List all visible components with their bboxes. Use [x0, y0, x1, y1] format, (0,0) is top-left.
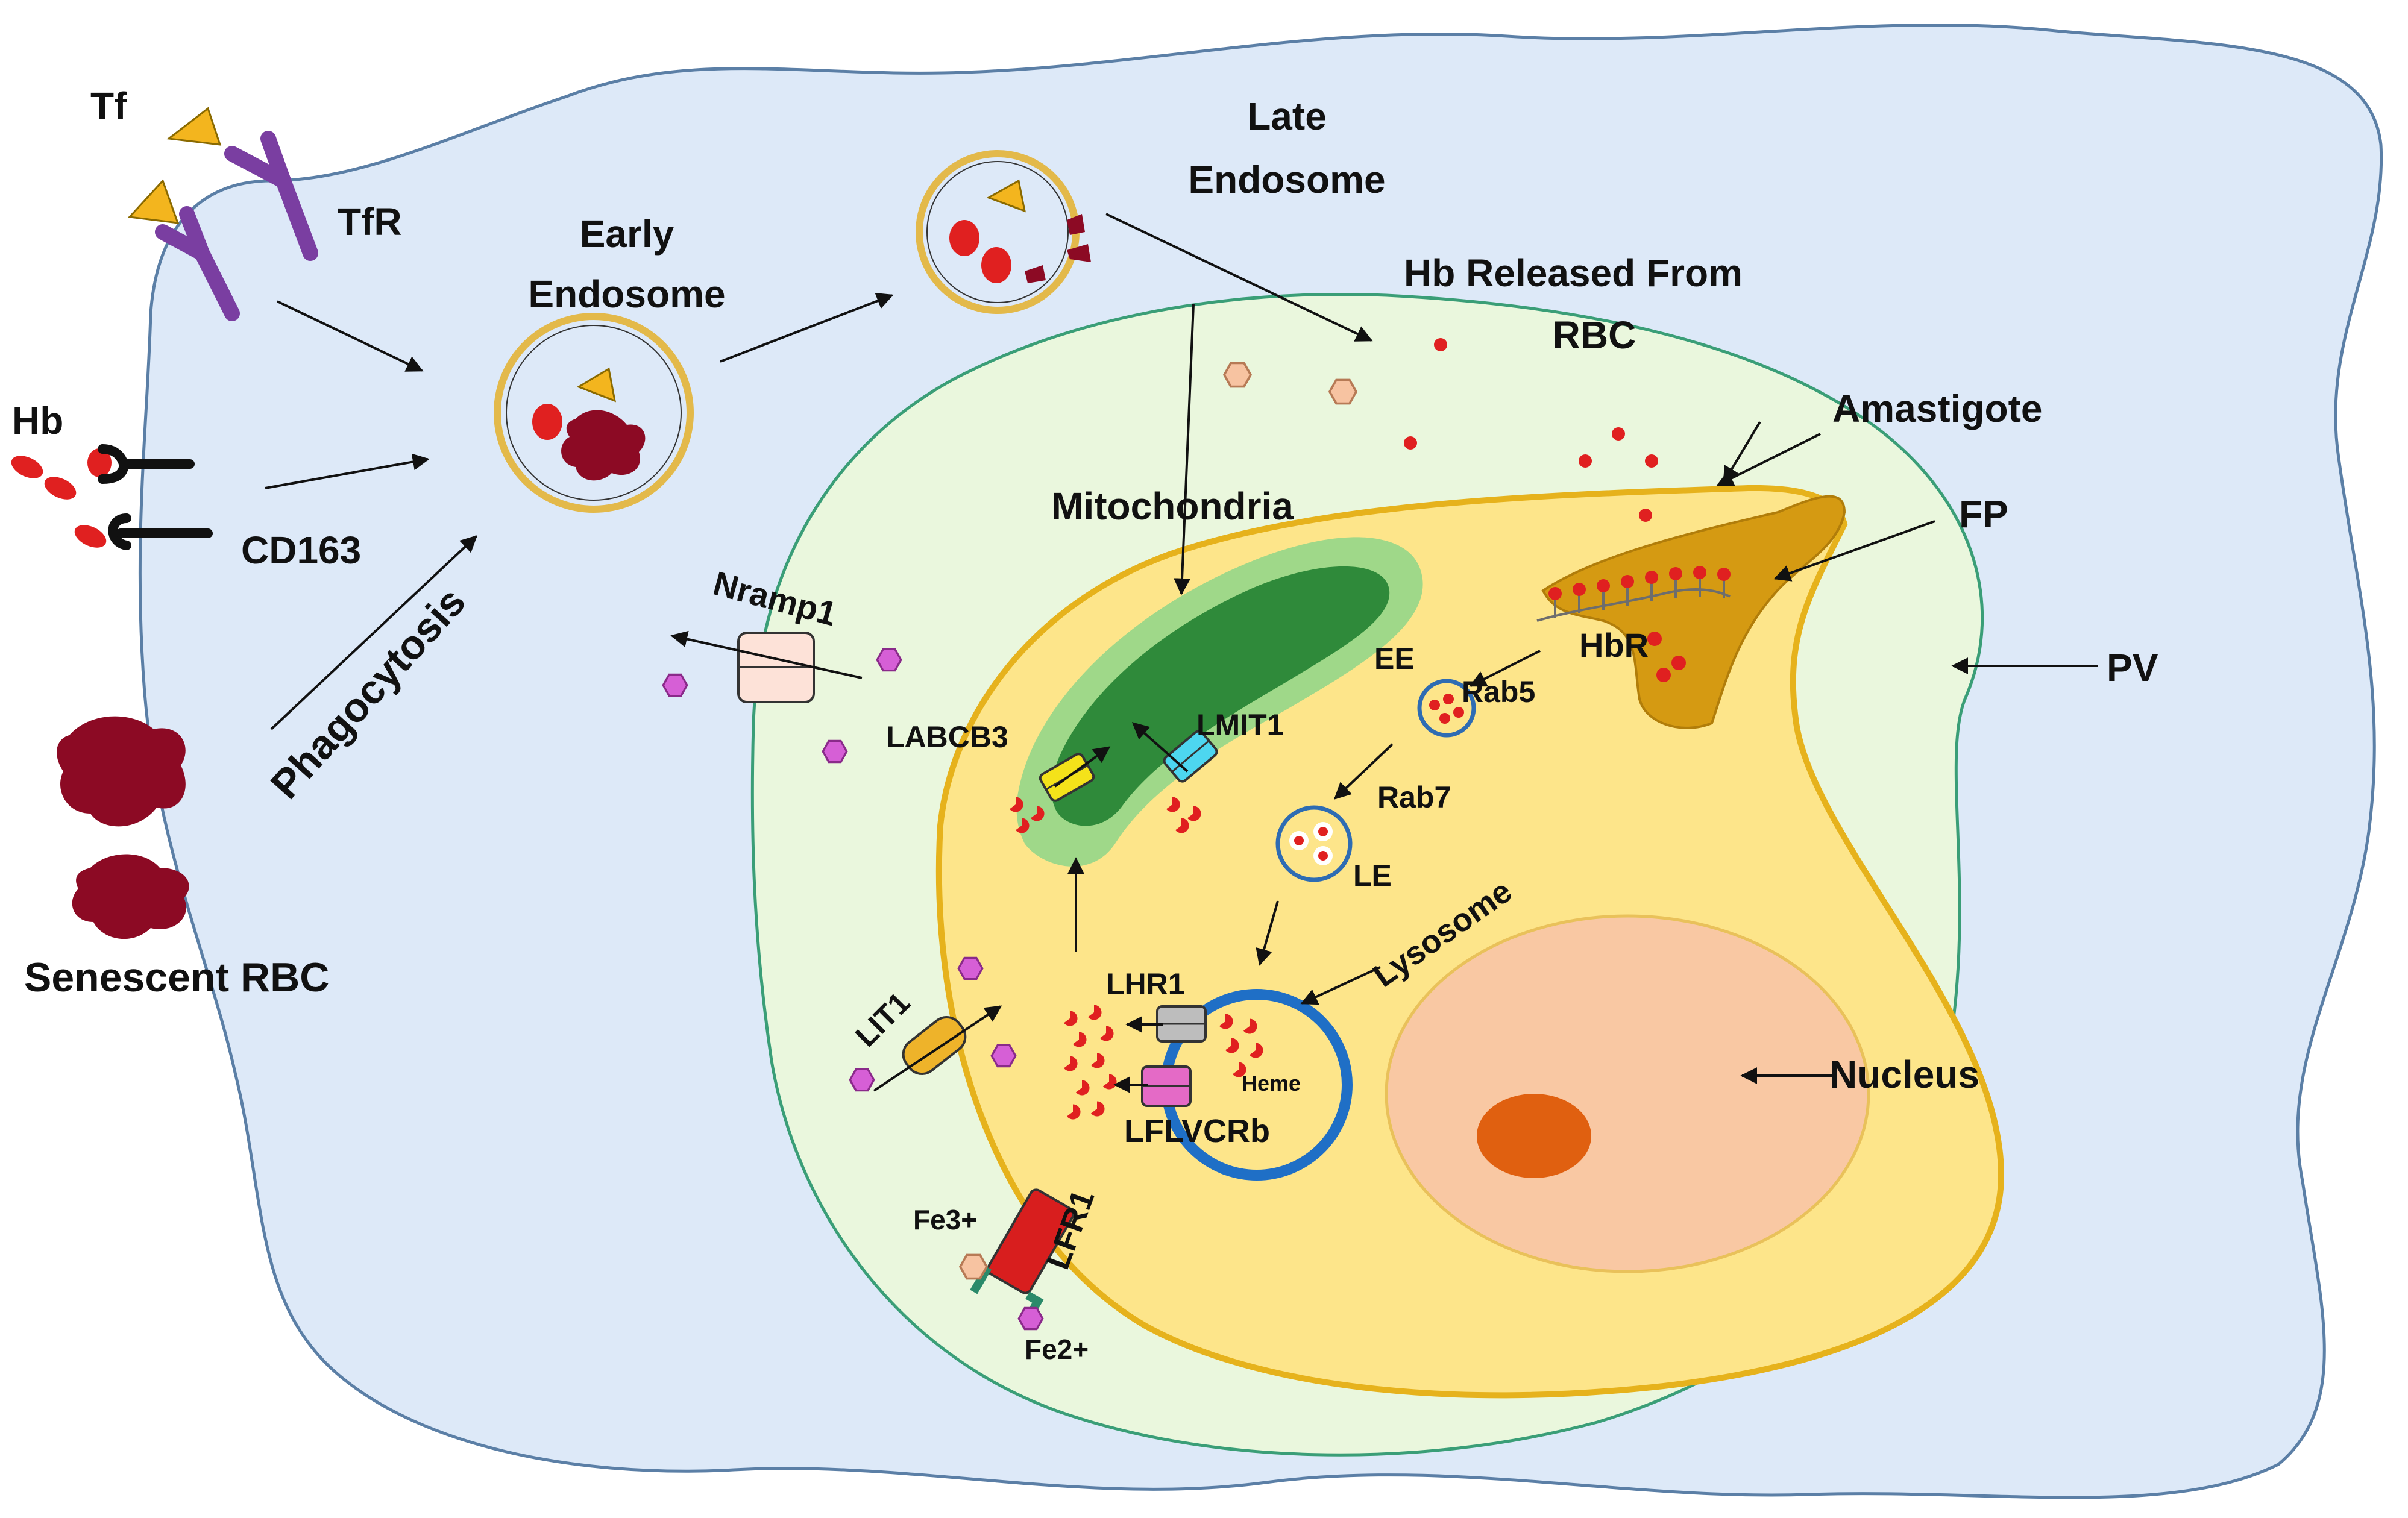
flow-arrows: [265, 213, 2098, 1093]
label-ee: EE: [1374, 642, 1415, 676]
label-le: LE: [1353, 859, 1392, 892]
label-cd163: CD163: [241, 528, 361, 572]
tfr-receptor-2: [155, 206, 240, 321]
tfr-receptor-1: [224, 131, 318, 261]
label-amastigote: Amastigote: [1832, 387, 2043, 430]
ee-rbc-fragment: [561, 410, 646, 481]
lmit1-transporter: [1163, 730, 1218, 783]
label-hb: Hb: [12, 399, 63, 442]
label-nucleus: Nucleus: [1829, 1053, 1979, 1096]
hb-dimers: [11, 448, 112, 548]
label-lmit1: LMIT1: [1196, 708, 1283, 742]
cd163-receptors: [98, 444, 213, 550]
macrophage-late-endosome: [916, 150, 1080, 314]
tf-triangle-1: [166, 107, 222, 146]
mitochondria-inner: [1051, 566, 1390, 826]
label-lflvcrb: LFLVCRb: [1124, 1113, 1270, 1149]
label-heme: Heme: [1242, 1071, 1301, 1096]
late-endosome-vesicle: [1275, 805, 1353, 882]
le-cargo: [1289, 822, 1333, 865]
flagellar-pocket: [1541, 495, 1846, 729]
label-early-endosome-1: Early: [580, 212, 674, 256]
label-early-endosome-2: Endosome: [528, 272, 725, 316]
label-fe3: Fe3+: [913, 1204, 977, 1235]
hbr-receptors: [1536, 579, 1731, 622]
lhr1-transporter: [1156, 1005, 1207, 1043]
senescent-rbc: [57, 716, 189, 939]
ee-cargo: [1429, 694, 1464, 724]
nucleolus: [1477, 1094, 1591, 1178]
lflvcrb-transporter: [1141, 1065, 1192, 1107]
label-rab7: Rab7: [1377, 780, 1451, 814]
label-mitochondria: Mitochondria: [1051, 485, 1294, 528]
label-tf: Tf: [90, 84, 127, 128]
label-fp: FP: [1959, 492, 2008, 536]
nucleus: [1385, 914, 1870, 1273]
label-senescent-rbc: Senescent RBC: [24, 955, 329, 1000]
le-tf-triangle: [986, 179, 1026, 213]
hb-on-hbr: [1548, 566, 1731, 682]
label-fe2: Fe2+: [1025, 1334, 1089, 1365]
label-lhr1: LHR1: [1106, 967, 1185, 1001]
label-late-endosome-2: Endosome: [1188, 158, 1385, 201]
nramp1-transporter: [737, 632, 815, 703]
label-hb-released-1: Hb Released From: [1404, 251, 1743, 295]
label-late-endosome-1: Late: [1247, 95, 1327, 138]
label-pv: PV: [2107, 646, 2158, 689]
early-endosome-vesicle: [1417, 679, 1476, 738]
released-hb-dots: [1404, 338, 1658, 522]
ee-tf-triangle: [576, 367, 616, 403]
label-tfr: TfR: [338, 200, 402, 243]
label-hb-released-2: RBC: [1553, 313, 1636, 357]
tf-triangle-2: [127, 179, 180, 224]
label-labcb3: LABCB3: [886, 720, 1008, 754]
label-hbr: HbR: [1579, 626, 1649, 664]
label-rab5: Rab5: [1462, 675, 1535, 709]
